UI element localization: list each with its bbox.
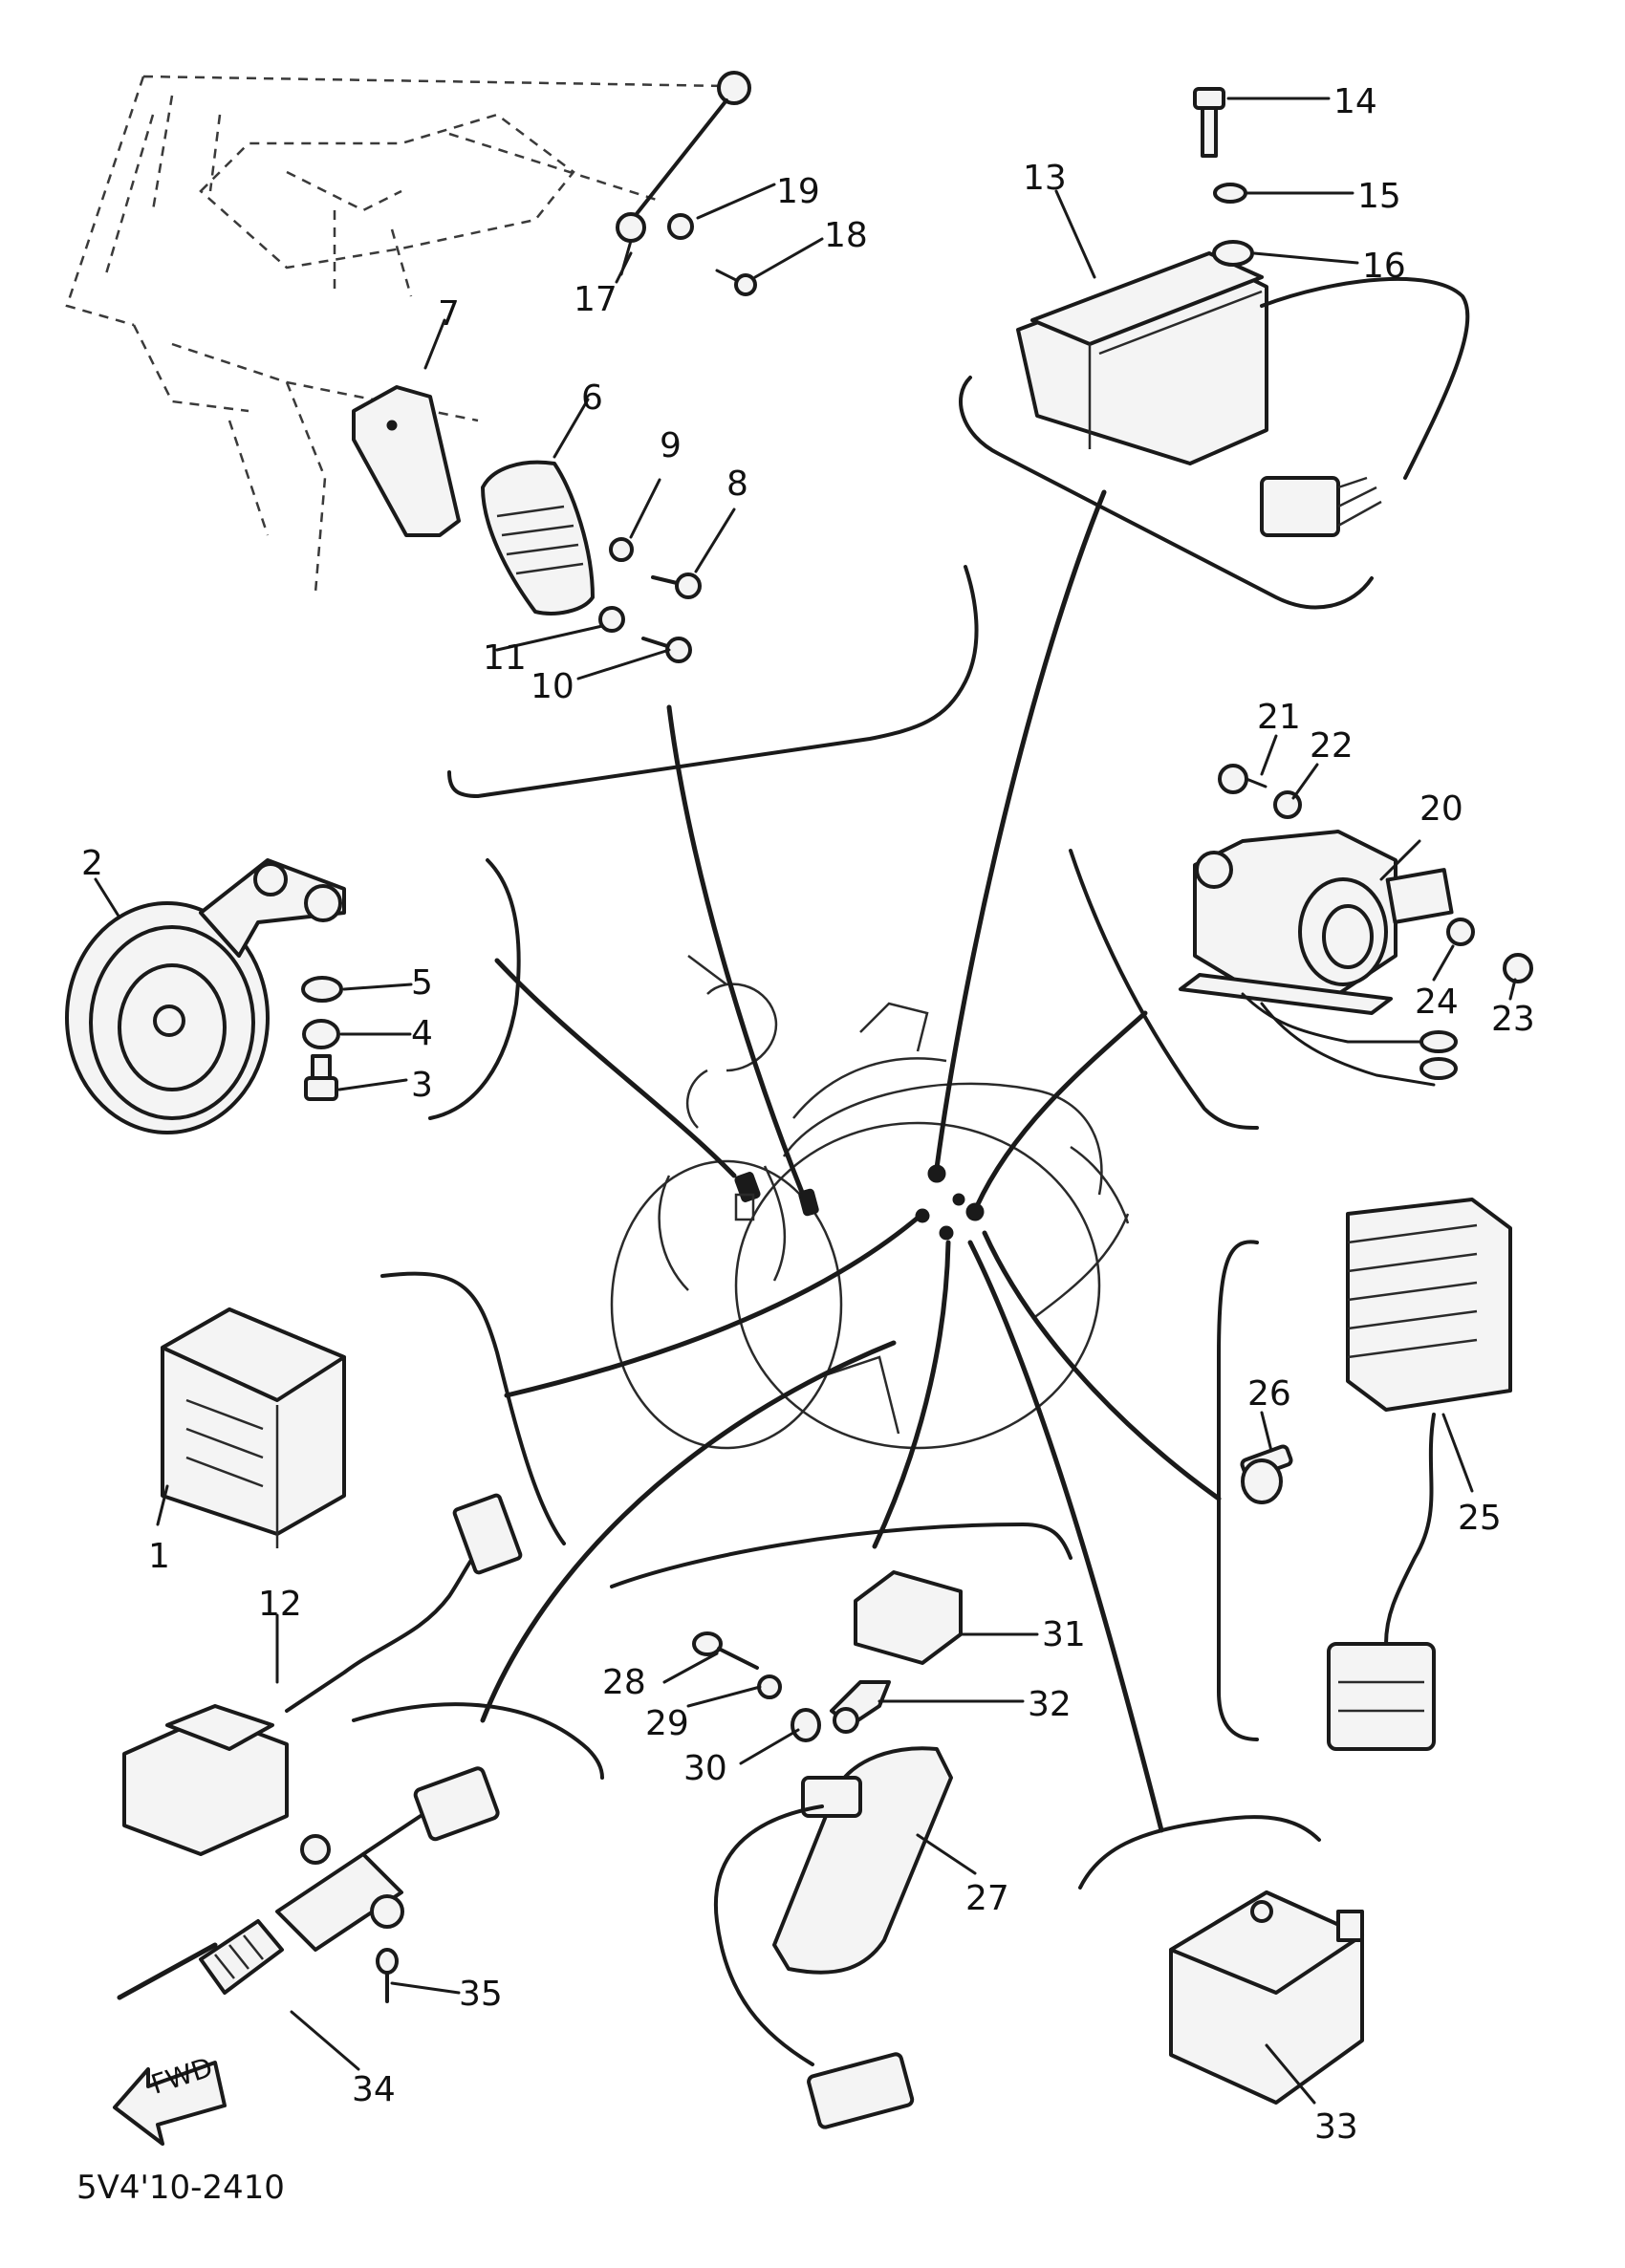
label-part-29: 29 bbox=[645, 1704, 689, 1743]
part-9-washer bbox=[609, 537, 634, 562]
part-7-bracket bbox=[352, 385, 461, 537]
label-part-10: 10 bbox=[531, 667, 574, 706]
part-27-sensor bbox=[713, 1746, 953, 2129]
part-12-harness bbox=[122, 1493, 523, 1856]
label-part-25: 25 bbox=[1458, 1499, 1502, 1538]
part-8-bolt bbox=[651, 572, 702, 599]
part-number-labels: 14 13 15 16 19 18 17 7 6 9 8 11 10 21 22… bbox=[81, 82, 1535, 2147]
label-part-30: 30 bbox=[683, 1749, 727, 1788]
label-part-7: 7 bbox=[438, 294, 460, 334]
group-brackets bbox=[352, 376, 1374, 1890]
label-part-5: 5 bbox=[411, 963, 433, 1003]
label-part-26: 26 bbox=[1247, 1374, 1291, 1414]
label-part-17: 17 bbox=[574, 280, 618, 319]
label-part-16: 16 bbox=[1362, 247, 1406, 286]
label-part-14: 14 bbox=[1333, 82, 1377, 121]
part-13-cdi-unit bbox=[1016, 251, 1470, 537]
label-part-3: 3 bbox=[411, 1066, 433, 1105]
part-6-relay bbox=[481, 460, 595, 616]
part-14-bolt bbox=[1193, 87, 1225, 158]
part-21-screw bbox=[1218, 764, 1268, 794]
label-part-8: 8 bbox=[726, 464, 748, 504]
part-18-screw bbox=[715, 269, 757, 296]
label-part-6: 6 bbox=[581, 378, 603, 418]
part-25-rectifier bbox=[1327, 1198, 1512, 1751]
part-29-washer bbox=[757, 1674, 782, 1699]
part-34-switch bbox=[117, 1766, 500, 2000]
callout-lines bbox=[94, 97, 1517, 2105]
label-part-12: 12 bbox=[258, 1585, 302, 1624]
part-1-relay-block bbox=[161, 1307, 346, 1548]
label-part-28: 28 bbox=[602, 1663, 646, 1702]
label-part-4: 4 bbox=[411, 1014, 433, 1053]
leader-lines bbox=[480, 489, 1222, 1833]
part-28-bolt bbox=[692, 1631, 759, 1670]
label-part-15: 15 bbox=[1357, 177, 1401, 216]
part-11-washer bbox=[598, 606, 625, 633]
part-4-nut bbox=[302, 1019, 340, 1049]
label-part-13: 13 bbox=[1023, 159, 1067, 198]
label-part-21: 21 bbox=[1257, 698, 1301, 737]
label-part-33: 33 bbox=[1314, 2107, 1358, 2147]
label-part-31: 31 bbox=[1042, 1615, 1086, 1654]
part-31-connector bbox=[854, 1570, 963, 1665]
part-24-nut bbox=[1446, 918, 1475, 946]
frame-sketch bbox=[65, 75, 727, 594]
label-part-9: 9 bbox=[660, 426, 682, 465]
label-part-11: 11 bbox=[483, 638, 527, 678]
drawing-code: 5V4'10-2410 bbox=[76, 2169, 285, 2207]
central-engine-sketch bbox=[610, 955, 1130, 1450]
part-30-washer bbox=[791, 1708, 821, 1742]
label-part-2: 2 bbox=[81, 844, 103, 883]
part-35-screw bbox=[376, 1948, 399, 2003]
part-32-bracket bbox=[830, 1680, 891, 1734]
part-23-nut bbox=[1503, 953, 1533, 983]
part-5-washer bbox=[301, 976, 343, 1003]
part-26-bolt bbox=[1240, 1444, 1293, 1504]
label-part-32: 32 bbox=[1028, 1685, 1072, 1724]
label-part-24: 24 bbox=[1415, 983, 1459, 1022]
part-20-starter-relay bbox=[1179, 830, 1458, 1087]
label-part-19: 19 bbox=[776, 172, 820, 211]
label-part-34: 34 bbox=[352, 2070, 396, 2109]
part-17-ground-lead bbox=[616, 71, 751, 276]
part-16-washer bbox=[1212, 240, 1254, 267]
part-19-washer bbox=[667, 213, 694, 240]
label-part-35: 35 bbox=[459, 1975, 503, 2014]
label-part-18: 18 bbox=[824, 216, 868, 255]
part-15-washer bbox=[1213, 183, 1247, 204]
fwd-arrow bbox=[113, 2061, 227, 2146]
part-2-horn bbox=[65, 858, 346, 1134]
part-33-relay bbox=[1169, 1890, 1364, 2105]
part-3-bolt bbox=[304, 1054, 338, 1101]
label-part-27: 27 bbox=[965, 1879, 1009, 1918]
label-part-22: 22 bbox=[1310, 726, 1354, 766]
label-part-23: 23 bbox=[1491, 1000, 1535, 1039]
label-part-20: 20 bbox=[1419, 789, 1463, 829]
label-part-1: 1 bbox=[148, 1537, 170, 1576]
